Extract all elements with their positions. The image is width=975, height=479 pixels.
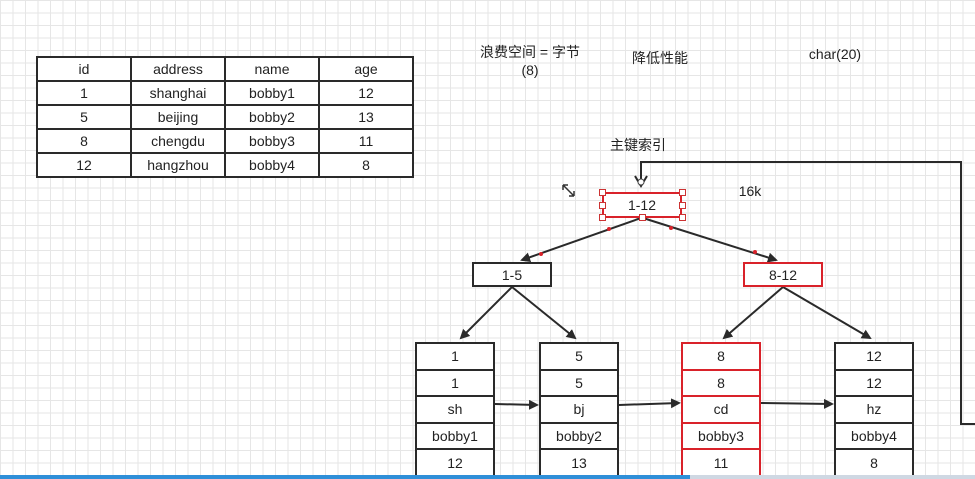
cell-name: bobby1: [224, 80, 320, 106]
leaf-cell: 13: [539, 450, 619, 477]
leaf-cell: bobby1: [415, 423, 495, 451]
cell-id: 8: [36, 128, 132, 154]
table-row: 8 chengdu bobby3 11: [36, 128, 414, 154]
edge-leaf2-leaf3: [618, 398, 681, 409]
leaf-cell: 8: [834, 450, 914, 477]
leaf-node-2[interactable]: 5 5 bj bobby2 13: [539, 342, 619, 477]
table-row: 1 shanghai bobby1 12: [36, 80, 414, 106]
leaf-cell: 12: [834, 342, 914, 371]
cell-address: hangzhou: [130, 152, 226, 178]
edge-leaf3-leaf4: [760, 398, 834, 409]
internal-node-left-label: 1-5: [501, 266, 523, 283]
header-address: address: [130, 56, 226, 82]
waste-space-note: 浪费空间 = 字节 (8): [470, 42, 590, 78]
header-name: name: [224, 56, 320, 82]
cell-address: shanghai: [130, 80, 226, 106]
video-progress-track[interactable]: [690, 475, 975, 479]
leaf-cell: bobby3: [681, 423, 761, 451]
edge-dot: [539, 252, 543, 256]
leaf-cell: 11: [681, 450, 761, 477]
leaf-cell: bobby2: [539, 423, 619, 451]
table-header-row: id address name age: [36, 56, 414, 82]
resize-cursor-icon: [562, 184, 575, 197]
resize-handle-bl[interactable]: [599, 214, 606, 221]
size-label: 16k: [738, 183, 762, 199]
leaf-cell: 8: [681, 342, 761, 371]
table-row: 5 beijing bobby2 13: [36, 104, 414, 130]
leaf-cell: 8: [681, 370, 761, 398]
cell-age: 12: [318, 80, 414, 106]
cell-age: 8: [318, 152, 414, 178]
leaf-cell: bj: [539, 397, 619, 424]
edge-wraparound-head: [634, 175, 648, 188]
leaf-node-4[interactable]: 12 12 hz bobby4 8: [834, 342, 914, 477]
internal-node-right[interactable]: 8-12: [743, 262, 823, 287]
leaf-cell: 5: [539, 342, 619, 371]
leaf-cell: 12: [834, 370, 914, 398]
edge-left-leaf1: [459, 286, 513, 340]
perf-note: 降低性能: [632, 50, 688, 66]
leaf-cell: 1: [415, 342, 495, 371]
leaf-node-3[interactable]: 8 8 cd bobby3 11: [681, 342, 761, 477]
resize-handle-br[interactable]: [679, 214, 686, 221]
edge-right-leaf3: [722, 286, 784, 340]
internal-node-right-label: 8-12: [768, 266, 798, 283]
edge-dot: [753, 250, 757, 254]
cell-address: chengdu: [130, 128, 226, 154]
edge-dot: [607, 227, 611, 231]
waste-space-line1: 浪费空间 = 字节: [480, 44, 580, 60]
leaf-cell: 1: [415, 370, 495, 398]
resize-handle-tl[interactable]: [599, 189, 606, 196]
char-note: char(20): [808, 46, 862, 62]
resize-handle-bottom[interactable]: [639, 214, 646, 221]
leaf-cell: bobby4: [834, 423, 914, 451]
root-node-label: 1-12: [627, 197, 657, 213]
header-id: id: [36, 56, 132, 82]
edge-wraparound: [640, 161, 975, 425]
user-table: id address name age 1 shanghai bobby1 12…: [36, 56, 414, 178]
cell-address: beijing: [130, 104, 226, 130]
cell-id: 1: [36, 80, 132, 106]
waste-space-line2: (8): [521, 62, 539, 78]
edge-wraparound-end: [637, 178, 645, 186]
resize-handle-right[interactable]: [679, 202, 686, 209]
cell-age: 11: [318, 128, 414, 154]
header-age: age: [318, 56, 414, 82]
cell-id: 12: [36, 152, 132, 178]
cell-name: bobby3: [224, 128, 320, 154]
internal-node-left[interactable]: 1-5: [472, 262, 552, 287]
video-progress-bar[interactable]: [0, 475, 690, 479]
table-row: 12 hangzhou bobby4 8: [36, 152, 414, 178]
edge-dot: [669, 226, 673, 230]
cell-id: 5: [36, 104, 132, 130]
edge-right-leaf4: [782, 286, 872, 340]
resize-handle-tr[interactable]: [679, 189, 686, 196]
edge-leaf1-leaf2: [494, 399, 539, 410]
cell-age: 13: [318, 104, 414, 130]
resize-handle-left[interactable]: [599, 202, 606, 209]
leaf-node-1[interactable]: 1 1 sh bobby1 12: [415, 342, 495, 477]
primary-index-label: 主键索引: [610, 137, 666, 153]
cell-name: bobby4: [224, 152, 320, 178]
leaf-cell: sh: [415, 397, 495, 424]
edge-left-leaf2: [511, 286, 577, 340]
leaf-cell: 12: [415, 450, 495, 477]
leaf-cell: cd: [681, 397, 761, 424]
leaf-cell: hz: [834, 397, 914, 424]
cell-name: bobby2: [224, 104, 320, 130]
leaf-cell: 5: [539, 370, 619, 398]
